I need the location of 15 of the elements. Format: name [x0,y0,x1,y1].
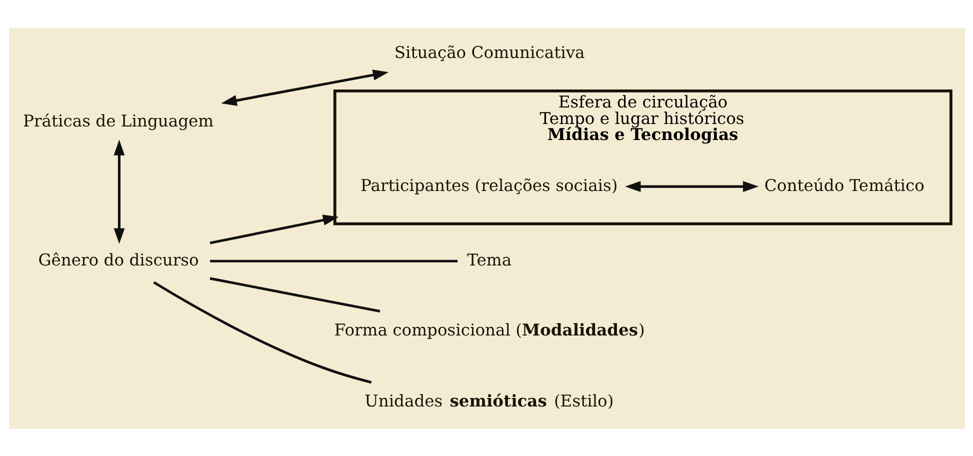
connector [210,259,458,262]
node-text: Práticas de Linguagem [22,111,214,130]
node-text: Unidades semióticas (Estilo) [364,391,614,410]
arrow [220,69,388,106]
connector [152,280,372,384]
connector [209,276,380,312]
arrow [624,180,758,192]
node-text: Tema [466,250,512,269]
node-text: Situação Comunicativa [394,42,584,62]
arrow [209,214,338,244]
arrow [113,139,124,244]
node-text: Forma composicional (Modalidades) [334,320,644,339]
node-text: Conteúdo Temático [764,175,924,194]
node-text: Gênero do discurso [38,250,198,269]
node-text: Participantes (relações sociais) [360,175,618,194]
